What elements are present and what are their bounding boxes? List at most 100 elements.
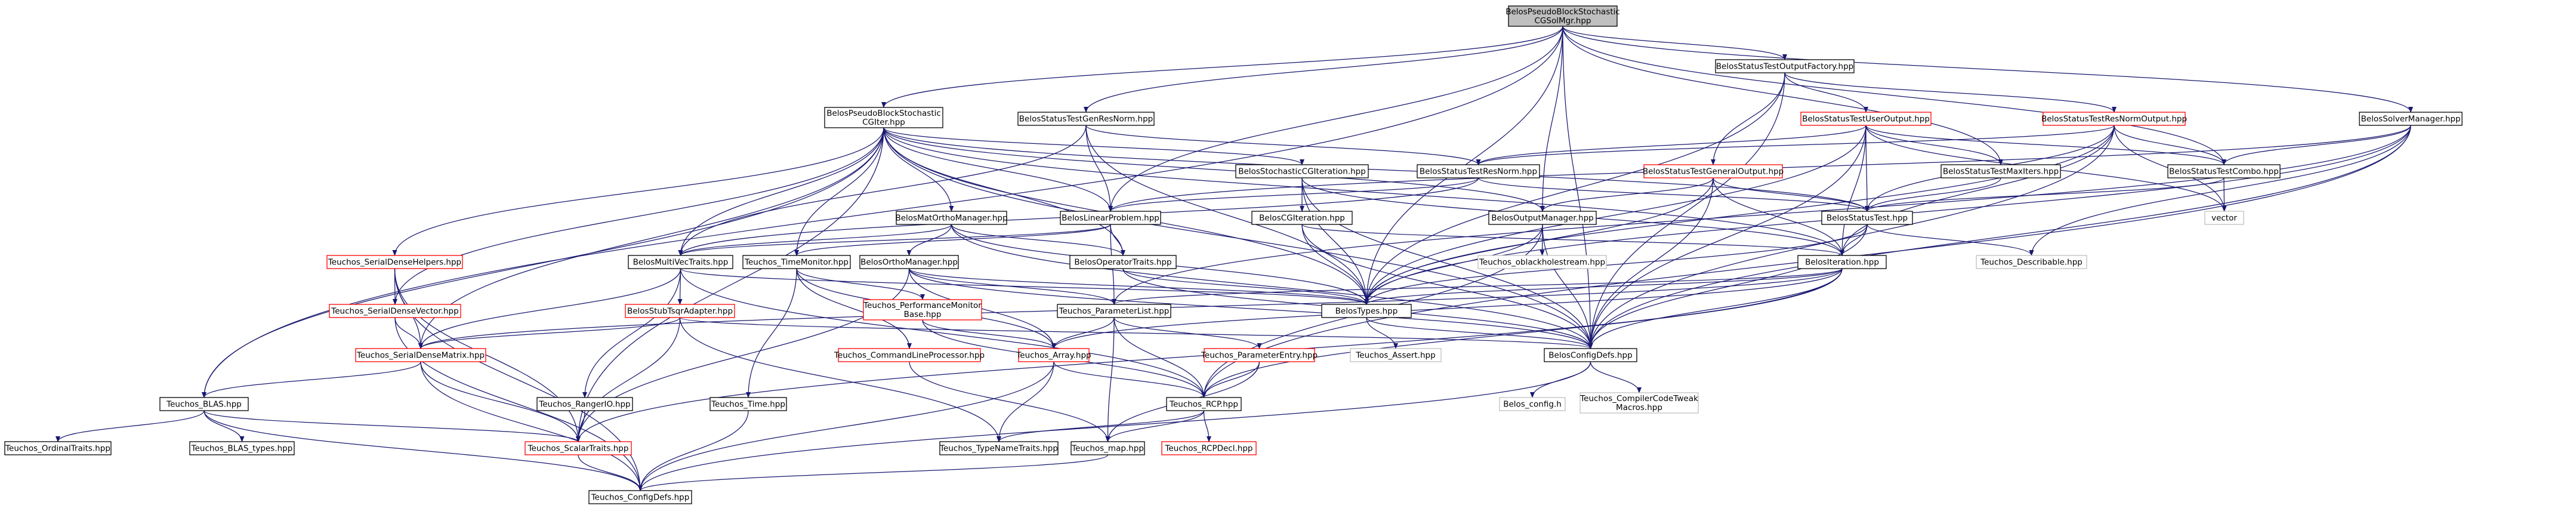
- edge-pbsiter-to-timemonitor: [794, 127, 884, 256]
- node-box: [2167, 164, 2281, 178]
- node-label: BelosStatusTestMaxIters.hpp: [1943, 167, 2059, 177]
- node-gennorm[interactable]: BelosStatusTestGenResNorm.hpp: [1017, 112, 1155, 126]
- edge-statustest-to-iteration: [1840, 224, 1868, 256]
- node-paramlist[interactable]: Teuchos_ParameterList.hpp: [1057, 304, 1171, 318]
- node-outfactory[interactable]: BelosStatusTestOutputFactory.hpp: [1715, 59, 1855, 73]
- node-box: [2204, 211, 2244, 225]
- edge-useroutput-to-statustest: [1864, 125, 1869, 212]
- node-maxiters[interactable]: BelosStatusTestMaxIters.hpp: [1941, 164, 2061, 178]
- node-box: [1508, 5, 1618, 27]
- node-label: BelosOrthoManager.hpp: [860, 258, 958, 267]
- edge-array-to-typename: [997, 361, 1054, 442]
- node-configdefs[interactable]: BelosConfigDefs.hpp: [1544, 348, 1637, 362]
- node-resnorm[interactable]: BelosStatusTestResNorm.hpp: [1417, 164, 1540, 178]
- node-label: Teuchos_CompilerCodeTweak: [1579, 394, 1698, 403]
- edge-sdmatrix-to-blas: [202, 361, 421, 398]
- edge-pbsiter-to-stochcgiter: [883, 127, 1304, 165]
- node-label: BelosStatusTestUserOutput.hpp: [1802, 115, 1930, 124]
- node-timemonitor[interactable]: Teuchos_TimeMonitor.hpp: [742, 255, 851, 269]
- node-genoutput[interactable]: BelosStatusTestGeneralOutput.hpp: [1643, 164, 1784, 178]
- node-box: [838, 348, 981, 362]
- node-box: [1017, 112, 1155, 126]
- node-statustest[interactable]: BelosStatusTest.hpp: [1821, 211, 1913, 225]
- node-outputmgr[interactable]: BelosOutputManager.hpp: [1488, 211, 1597, 225]
- node-box: [1488, 211, 1597, 225]
- node-label: Belos_config.h: [1503, 400, 1562, 409]
- node-useroutput[interactable]: BelosStatusTestUserOutput.hpp: [1800, 112, 1932, 126]
- node-ordinal[interactable]: Teuchos_OrdinalTraits.hpp: [4, 441, 112, 455]
- edge-outfactory-to-resnormout: [1784, 72, 2117, 113]
- node-label: BelosCGIteration.hpp: [1259, 214, 1345, 223]
- node-typename[interactable]: Teuchos_TypeNameTraits.hpp: [939, 441, 1059, 455]
- node-resnormout[interactable]: BelosStatusTestResNormOutput.hpp: [2041, 112, 2187, 126]
- node-paramentry[interactable]: Teuchos_ParameterEntry.hpp: [1201, 348, 1318, 362]
- edge-belostypes-to-assert: [1366, 317, 1398, 349]
- node-array[interactable]: Teuchos_Array.hpp: [1016, 348, 1091, 362]
- node-solvermgr[interactable]: BelosSolverManager.hpp: [2359, 112, 2463, 126]
- node-rcp[interactable]: Teuchos_RCP.hpp: [1166, 397, 1242, 411]
- edge-useroutput-to-belostypes: [1364, 125, 1867, 305]
- node-box: [1321, 304, 1412, 318]
- node-optraits[interactable]: BelosOperatorTraits.hpp: [1069, 255, 1177, 269]
- edge-optraits-to-belostypes: [1122, 268, 1369, 305]
- node-orthomanager[interactable]: BelosOrthoManager.hpp: [859, 255, 959, 269]
- node-box: [1976, 255, 2087, 269]
- node-cgiter[interactable]: BelosCGIteration.hpp: [1251, 211, 1353, 225]
- node-label: BelosStochasticCGIteration.hpp: [1238, 167, 1366, 177]
- edge-mvtraits-to-sdmatrix: [418, 268, 681, 349]
- node-box: [742, 255, 851, 269]
- node-scalartraits[interactable]: Teuchos_ScalarTraits.hpp: [525, 441, 632, 455]
- node-label: Teuchos_CommandLineProcessor.hpp: [834, 351, 985, 360]
- node-rangerio[interactable]: Teuchos_RangerIO.hpp: [536, 397, 633, 411]
- edge-statustest-to-belostypes: [1364, 224, 1868, 305]
- node-box: [939, 441, 1059, 455]
- node-tsqr[interactable]: BelosStubTsqrAdapter.hpp: [625, 304, 735, 318]
- node-tmap[interactable]: Teuchos_map.hpp: [1070, 441, 1145, 455]
- node-label: Teuchos_TimeMonitor.hpp: [744, 258, 849, 267]
- edge-pbsiter-to-sdvector: [393, 127, 884, 305]
- node-belostypes[interactable]: BelosTypes.hpp: [1321, 304, 1412, 318]
- edge-configdefs-to-compilertweak: [1590, 361, 1642, 393]
- node-linprob[interactable]: BelosLinearProblem.hpp: [1060, 211, 1161, 225]
- edge-root-to-combo: [1562, 26, 2226, 165]
- node-sdvector[interactable]: Teuchos_SerialDenseVector.hpp: [329, 304, 461, 318]
- node-combo[interactable]: BelosStatusTestCombo.hpp: [2167, 164, 2281, 178]
- node-vector: vector: [2204, 211, 2244, 225]
- edge-sdmatrix-to-scalartraits: [420, 361, 581, 442]
- edge-iteration-to-belostypes: [1364, 268, 1843, 305]
- edge-solvermgr-to-combo: [2222, 125, 2411, 165]
- node-blas[interactable]: Teuchos_BLAS.hpp: [159, 397, 249, 411]
- node-label: CGSolMgr.hpp: [1535, 16, 1591, 26]
- node-mvtraits[interactable]: BelosMultiVecTraits.hpp: [628, 255, 733, 269]
- edge-pbsiter-to-blas: [202, 127, 884, 398]
- edge-combo-to-vector: [2222, 177, 2227, 212]
- node-sdhelpers[interactable]: Teuchos_SerialDenseHelpers.hpp: [326, 255, 463, 269]
- node-tconfigdefs[interactable]: Teuchos_ConfigDefs.hpp: [588, 490, 692, 504]
- node-stochcgiter[interactable]: BelosStochasticCGIteration.hpp: [1235, 164, 1369, 178]
- edge-outfactory-to-useroutput: [1784, 72, 1868, 113]
- node-ttime[interactable]: Teuchos_Time.hpp: [709, 397, 787, 411]
- node-blastypes[interactable]: Teuchos_BLAS_types.hpp: [189, 441, 295, 455]
- edge-tmap-to-tconfigdefs: [638, 454, 1109, 491]
- node-box: [536, 397, 633, 411]
- node-box: [189, 441, 295, 455]
- edge-rcp-to-typename: [997, 410, 1205, 442]
- edge-tsqr-to-configdefs: [679, 317, 1593, 349]
- edge-gennorm-to-resnorm: [1085, 125, 1481, 165]
- edge-iteration-to-paramlist: [1112, 268, 1843, 305]
- node-oblack: Teuchos_oblackholestream.hpp: [1477, 255, 1607, 269]
- edge-gennorm-to-mvtraits: [678, 125, 1087, 256]
- node-box: [4, 441, 112, 455]
- edge-pbsiter-to-mvtraits: [678, 127, 884, 256]
- node-sdmatrix[interactable]: Teuchos_SerialDenseMatrix.hpp: [355, 348, 486, 362]
- node-iteration[interactable]: BelosIteration.hpp: [1797, 255, 1887, 269]
- node-box: [1166, 397, 1242, 411]
- node-cmdline[interactable]: Teuchos_CommandLineProcessor.hpp: [834, 348, 985, 362]
- edge-perfmon-to-array: [922, 319, 1056, 349]
- node-orthomgr[interactable]: BelosMatOrthoManager.hpp: [895, 211, 1008, 225]
- node-box: [824, 107, 943, 128]
- node-rcpdecl[interactable]: Teuchos_RCPDecl.hpp: [1161, 441, 1257, 455]
